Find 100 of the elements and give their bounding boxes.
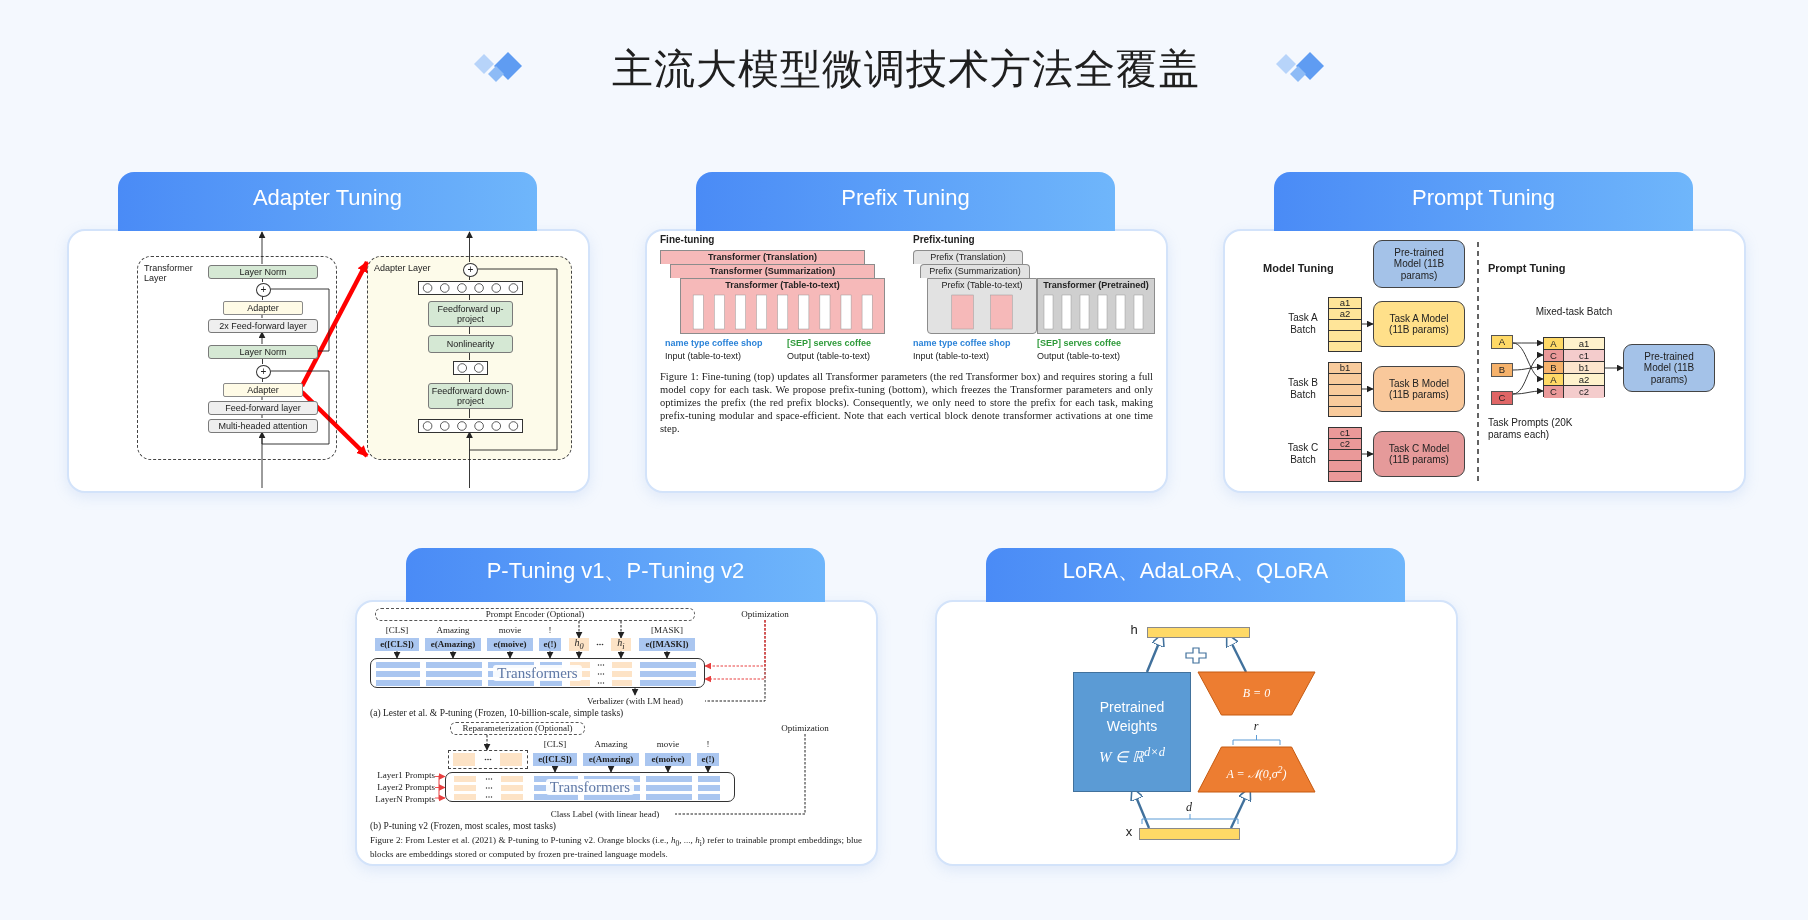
connector-line bbox=[469, 293, 470, 301]
prefix-box: Prefix (Summarization) bbox=[920, 264, 1030, 278]
layer-block: Feed-forward layer bbox=[208, 401, 318, 415]
model-box: Pre-trained Model (11B params) bbox=[1623, 344, 1715, 392]
dashed-group bbox=[367, 256, 572, 460]
arrow bbox=[575, 650, 583, 659]
model-box: Task A Model (11B params) bbox=[1373, 301, 1465, 347]
transformer-box: Transformer (Pretrained) bbox=[1037, 278, 1155, 334]
weight-matrix bbox=[1073, 672, 1191, 792]
table-cell: c2 bbox=[1329, 439, 1361, 450]
token-word: ! bbox=[705, 739, 711, 750]
connector-line bbox=[261, 413, 263, 419]
tab-header: P-Tuning v1、P-Tuning v2 bbox=[406, 548, 825, 602]
token-sequence: [SEP] serves coffee bbox=[1037, 338, 1123, 349]
table-cell: b1 bbox=[1329, 363, 1361, 374]
group-label: Adapter Layer bbox=[374, 263, 432, 274]
table-cell: C bbox=[1544, 350, 1564, 362]
embedding-chip: e(!) bbox=[539, 638, 561, 651]
adapter-block: Adapter bbox=[223, 383, 303, 397]
dimension-label: d bbox=[1185, 801, 1193, 815]
transformer-box: Transformer (Table-to-text) bbox=[680, 278, 885, 334]
low-rank-matrix: A = 𝒩(0,σ$^{2}$) bbox=[1198, 747, 1315, 792]
dashed-arrow bbox=[483, 734, 491, 751]
prompt-embedding-chip: h$_{i}$ bbox=[611, 638, 631, 651]
transformer-box: Transformer (Translation) bbox=[660, 250, 865, 264]
dashed-box: Reparameterization (Optional) bbox=[450, 722, 585, 735]
arrow bbox=[607, 765, 615, 773]
connector-line bbox=[469, 268, 558, 451]
token-sequence: name type coffee shop bbox=[665, 338, 764, 349]
math-formula: W ∈ ℝ$^{d×d}$ bbox=[1099, 744, 1165, 766]
tab-header: Prompt Tuning bbox=[1274, 172, 1693, 231]
prompt-layer-label: Layer2 Prompts bbox=[367, 782, 435, 793]
table-cell: c1 bbox=[1564, 350, 1604, 362]
connector-line bbox=[261, 370, 330, 445]
prefix-box: Prefix (Table-to-text) bbox=[927, 278, 1037, 334]
transformer-box: Transformer (Summarization) bbox=[670, 264, 875, 278]
connector-line bbox=[469, 407, 470, 419]
sequence-label: Input (table-to-text) bbox=[913, 351, 991, 362]
arrow bbox=[617, 650, 625, 659]
connector-line bbox=[269, 288, 330, 352]
layer-block: Multi-headed attention bbox=[208, 419, 318, 433]
batch-label: Task B Batch bbox=[1287, 377, 1319, 400]
matrix-label: Pretrained Weights bbox=[1098, 698, 1166, 735]
table-cell: C bbox=[1544, 386, 1564, 398]
low-rank-matrix: B = 0 bbox=[1198, 672, 1315, 715]
adapter-block: Adapter bbox=[223, 301, 303, 315]
table-cell: A bbox=[1544, 338, 1564, 350]
table-cell: c1 bbox=[1329, 428, 1361, 439]
token-word: Amazing bbox=[593, 739, 629, 750]
prompt-chip: A bbox=[1491, 335, 1513, 349]
subfigure-caption: (a) Lester et al. & P-tuning (Frozen, 10-billion-scale, simple tasks) bbox=[370, 708, 625, 719]
tab-header: Adapter Tuning bbox=[118, 172, 537, 231]
arrow bbox=[631, 687, 639, 696]
embedding-chip: e(!) bbox=[697, 753, 719, 766]
layer-block: 2x Feed-forward layer bbox=[208, 319, 318, 333]
connector-line bbox=[469, 325, 470, 335]
table-cell: c2 bbox=[1564, 386, 1604, 398]
table-cell: a2 bbox=[1564, 374, 1604, 386]
group-label: Transformer Layer bbox=[144, 263, 194, 284]
token-word: [CLS] bbox=[384, 625, 410, 636]
figure-caption: Figure 2: From Lester et al. (2021) & P-tuning to P-tuning v2. Orange blocks (i.e., h$_{0}$, ..., h$_{i}$) refer to trainable prompt embeddings; blue blocks are embeddings stored or computed by frozen pre-trained language models. bbox=[370, 835, 862, 860]
dimension-label: r bbox=[1252, 720, 1260, 734]
output-label: Verbalizer (with LM head) bbox=[565, 695, 705, 707]
section-heading: Model Tuning bbox=[1263, 262, 1335, 275]
arrow bbox=[546, 650, 554, 659]
batch-label: Task A Batch bbox=[1287, 312, 1319, 335]
connector-line bbox=[261, 313, 263, 319]
arrow bbox=[449, 650, 457, 659]
optimization-label: Optimization bbox=[735, 608, 795, 620]
arrow bbox=[664, 765, 672, 773]
transformer-block: Transformers bbox=[370, 658, 705, 688]
token-sequence: [SEP] serves coffee bbox=[787, 338, 873, 349]
connector-line bbox=[469, 351, 470, 361]
dashed-box: Prompt Encoder (Optional) bbox=[375, 608, 695, 621]
arrow bbox=[300, 390, 369, 458]
neuron-row bbox=[418, 281, 523, 295]
connector-line bbox=[674, 733, 806, 815]
section-heading: Fine-tuning bbox=[660, 234, 716, 246]
batch-table bbox=[1328, 362, 1362, 417]
arrow bbox=[300, 260, 369, 388]
arrow bbox=[551, 765, 559, 773]
arrow bbox=[704, 765, 712, 773]
arrow bbox=[393, 650, 401, 659]
batch-table bbox=[1328, 427, 1362, 482]
section-heading: Prefix-tuning bbox=[913, 234, 976, 246]
embedding-chip: e(Amazing) bbox=[425, 638, 481, 651]
dashed-arrow bbox=[617, 620, 625, 639]
connector-line bbox=[262, 295, 263, 301]
arrow bbox=[663, 650, 671, 659]
layer-block: Layer Norm bbox=[208, 345, 318, 359]
sequence-label: Output (table-to-text) bbox=[787, 351, 872, 362]
output-label: Class Label (with linear head) bbox=[535, 808, 675, 820]
connector-line bbox=[469, 373, 470, 383]
table-cell: b1 bbox=[1564, 362, 1604, 374]
table-cell: a1 bbox=[1564, 338, 1604, 350]
prompt-chip: C bbox=[1491, 391, 1513, 405]
neuron-row bbox=[418, 419, 523, 433]
batch-label: Mixed-task Batch bbox=[1534, 306, 1614, 318]
connector-line bbox=[469, 275, 470, 281]
model-box: Task C Model (11B params) bbox=[1373, 431, 1465, 477]
